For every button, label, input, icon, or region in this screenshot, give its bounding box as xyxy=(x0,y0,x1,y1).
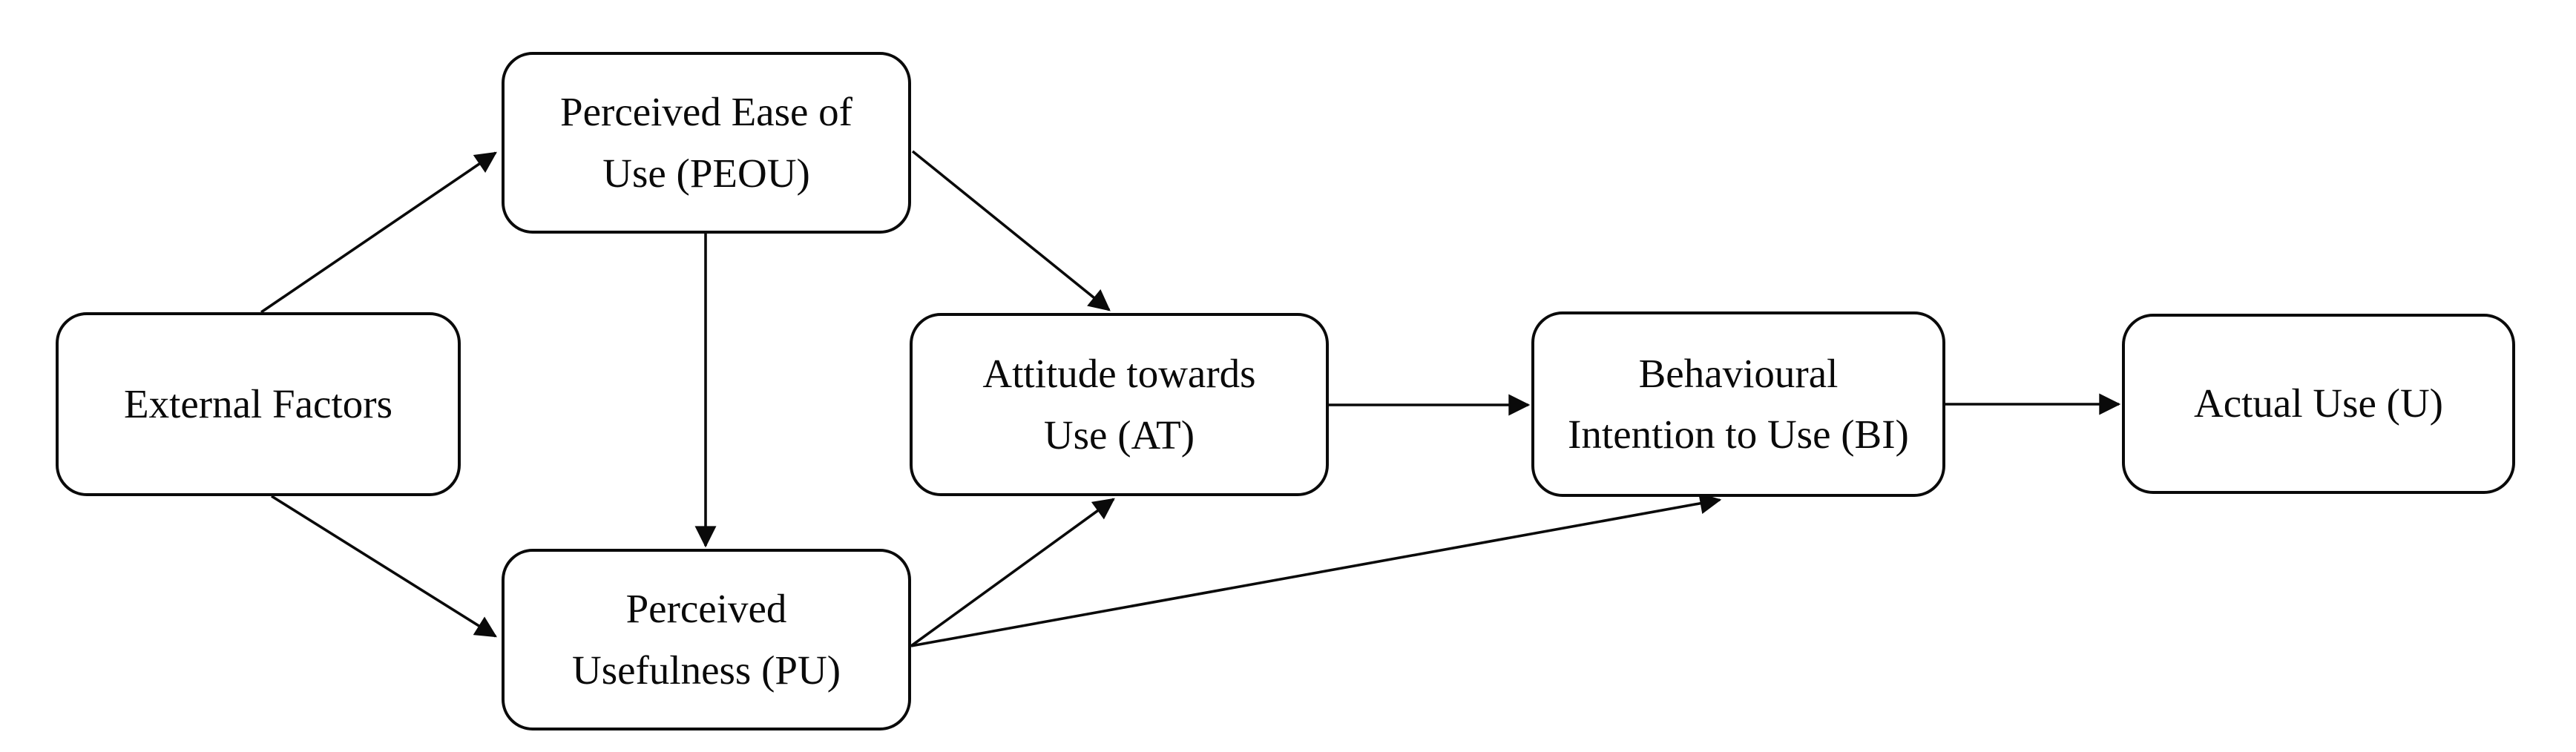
node-actual-use: Actual Use (U) xyxy=(2122,314,2515,494)
node-label-line: Actual Use (U) xyxy=(2194,380,2443,426)
node-label-line: Intention to Use (BI) xyxy=(1568,412,1909,457)
node-perceived-usefulness: Perceived Usefulness (PU) xyxy=(502,549,911,730)
edge-pu-to-bi xyxy=(910,492,1722,647)
node-label-line: External Factors xyxy=(124,380,392,426)
node-attitude-towards-use: Attitude towards Use (AT) xyxy=(910,313,1329,496)
node-label-line: Use (PEOU) xyxy=(602,150,810,196)
node-label-line: Usefulness (PU) xyxy=(571,647,841,693)
node-label-line: Behavioural xyxy=(1638,350,1839,396)
node-label-line: Use (AT) xyxy=(1043,412,1195,458)
node-label-line: Attitude towards xyxy=(982,351,1256,396)
node-label-line: Perceived xyxy=(625,586,787,631)
node-external-factors: External Factors xyxy=(56,312,461,496)
node-perceived-ease-of-use: Perceived Ease of Use (PEOU) xyxy=(502,52,911,234)
edge-pu-to-at xyxy=(910,498,1115,647)
edge-external-to-peou xyxy=(260,151,497,314)
edge-peou-to-at xyxy=(911,150,1111,311)
edge-external-to-pu xyxy=(271,495,497,638)
node-label-line: Perceived Ease of xyxy=(560,89,852,134)
node-behavioural-intention-to-use: Behavioural Intention to Use (BI) xyxy=(1531,311,1945,497)
